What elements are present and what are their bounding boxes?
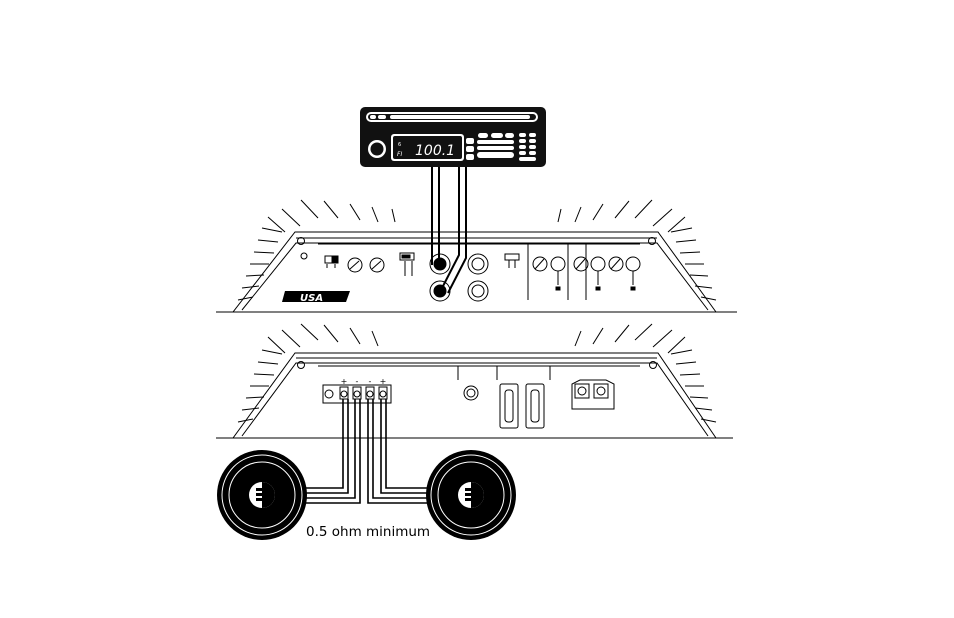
remote-terminal-icon — [464, 386, 478, 400]
heatsink-fins-right — [558, 200, 716, 300]
svg-text:+: + — [380, 377, 387, 386]
cd-slot — [366, 112, 538, 122]
brand-logo: USA — [282, 291, 350, 304]
speaker-right — [426, 450, 516, 540]
logo-text: USA — [300, 293, 323, 304]
svg-text:-: - — [369, 377, 372, 386]
band-indicator-bottom: FI — [397, 151, 402, 158]
phase-switch — [505, 254, 519, 260]
heatsink-fins-left-lower — [238, 324, 378, 422]
power-led-icon — [301, 253, 307, 259]
impedance-note: 0.5 ohm minimum — [306, 524, 430, 540]
fuse-holders — [500, 384, 544, 428]
speaker-left — [217, 450, 307, 540]
amplifier-terminal-panel — [216, 324, 733, 438]
frequency-display: 100.1 — [415, 143, 455, 159]
band-indicator-top: 6 — [398, 142, 401, 148]
svg-text:-: - — [356, 377, 359, 386]
svg-text:+: + — [341, 377, 348, 386]
head-unit: 6 FI 100.1 — [360, 107, 546, 167]
power-terminals — [572, 380, 614, 409]
head-unit-display: 6 FI 100.1 — [391, 134, 464, 161]
speaker-wires — [300, 399, 432, 503]
rca-cables — [432, 167, 466, 293]
rca-input-jacks — [430, 254, 488, 301]
